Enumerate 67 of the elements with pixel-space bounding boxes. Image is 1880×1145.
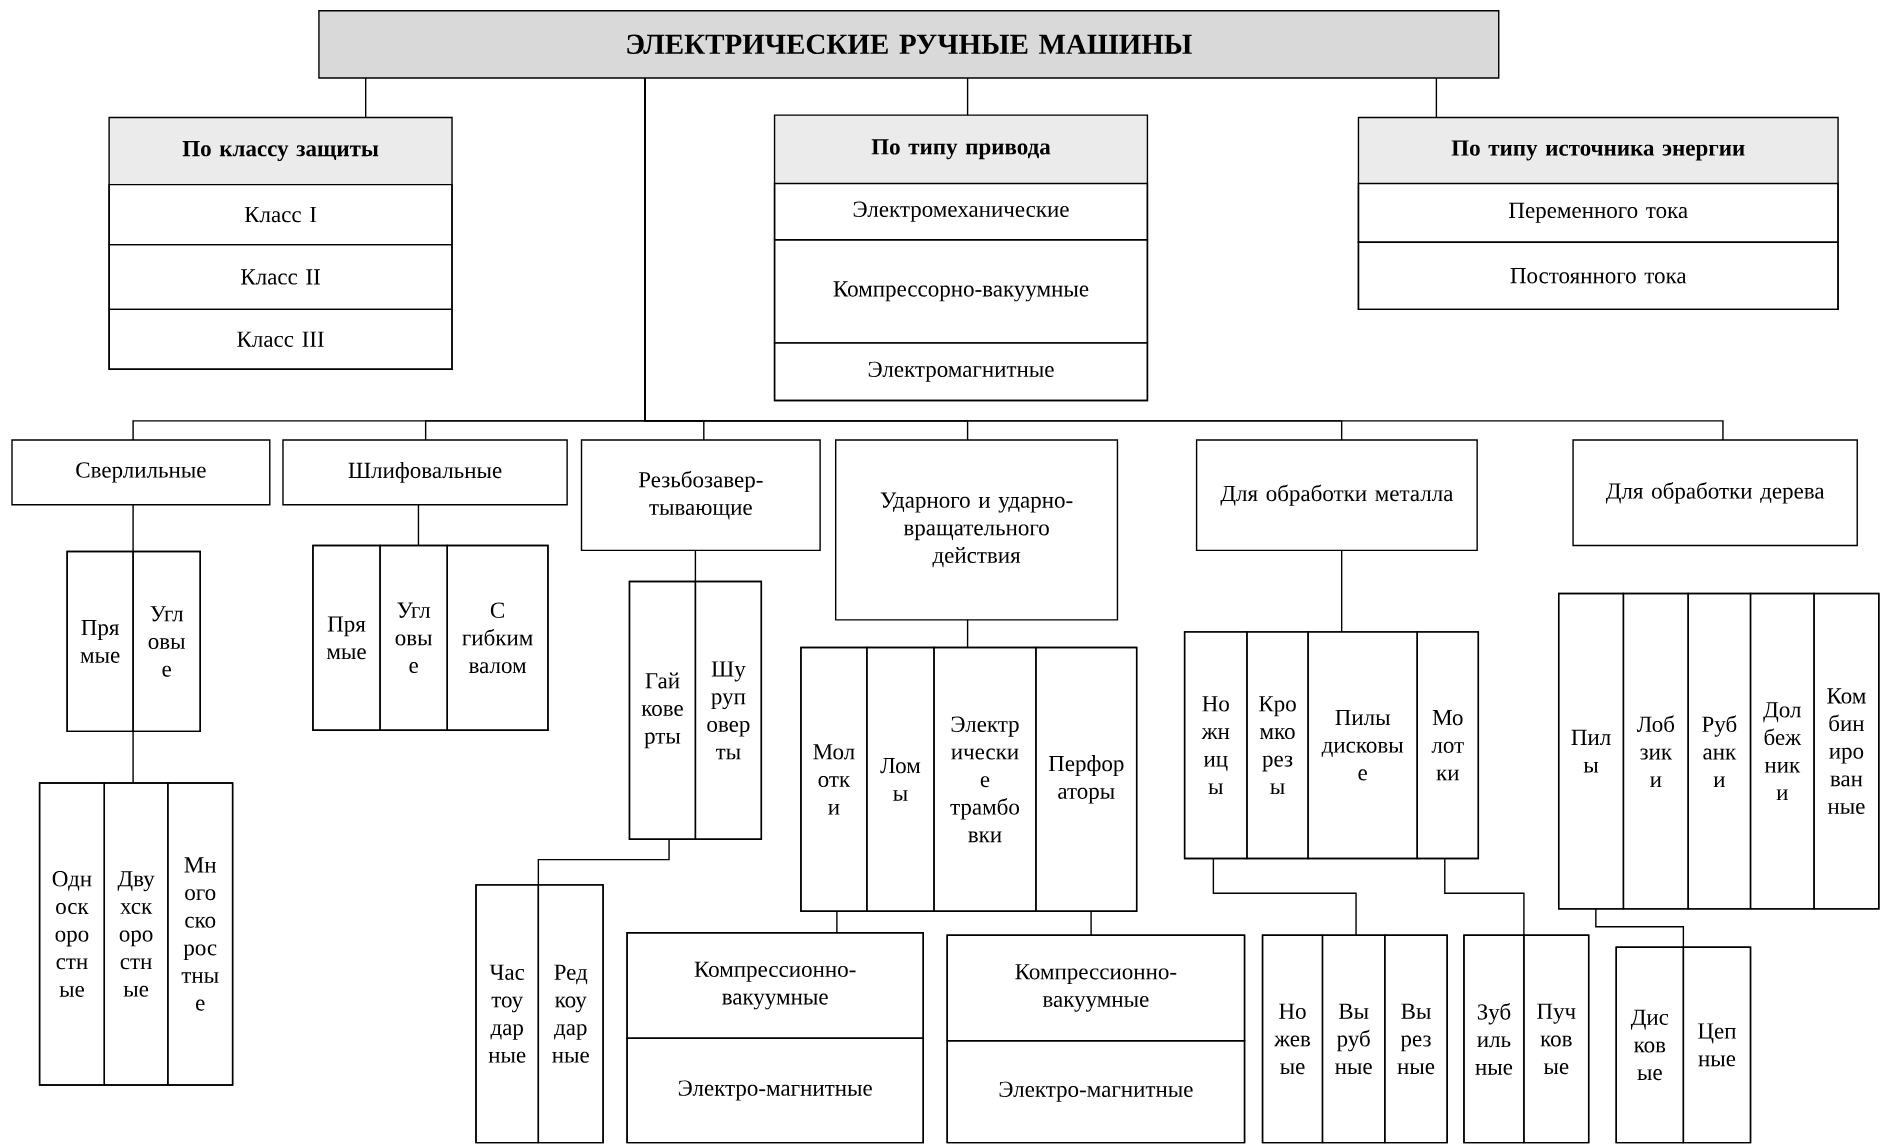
table-row: Электромагнитные [773, 342, 1149, 402]
type-cell: Электро-магнитные [946, 1040, 1246, 1144]
table-row: Класс I [108, 183, 453, 246]
table-row: Класс III [108, 308, 453, 370]
type-cell: Мо лот ки [1416, 631, 1480, 860]
type-cell: Ком бин иро ван ные [1813, 592, 1880, 910]
type-cell: Мол отк и [800, 646, 868, 912]
connector-line [1212, 857, 1357, 936]
type-cell: Пуч ков ые [1523, 934, 1590, 1144]
category-box: Для обработки дерева [1572, 439, 1858, 547]
type-cell: Зуб иль ные [1463, 934, 1525, 1144]
category-box: Ударного и ударно- вращательного действия [835, 439, 1119, 621]
connector-line [537, 838, 670, 886]
type-cell: Кро мко рез ы [1246, 631, 1309, 860]
type-cell: Пря мые [66, 550, 134, 733]
type-cell: Компрессионно- вакуумные [626, 932, 924, 1039]
connector-line [644, 77, 1724, 441]
type-cell: Но жев ые [1261, 934, 1324, 1144]
connector-line [966, 77, 969, 116]
table-row: Класс II [108, 243, 453, 311]
type-cell: Вы руб ные [1321, 934, 1386, 1144]
type-cell: Мн ого ско рос тны е [167, 782, 234, 1086]
type-cell: Угл овы е [132, 550, 201, 733]
type-cell: Электро-магнитные [626, 1037, 924, 1144]
type-cell: Лоб зик и [1622, 592, 1689, 910]
connector-line [1435, 77, 1438, 119]
connector-line [1340, 549, 1343, 633]
category-box: Для обработки металла [1195, 439, 1478, 552]
category-box: Сверлильные [11, 439, 271, 506]
connector-line [132, 730, 134, 784]
title-box: ЭЛЕКТРИЧЕСКИЕ РУЧНЫЕ МАШИНЫ [318, 10, 1500, 79]
type-cell: Вы рез ные [1384, 934, 1448, 1144]
table-row: Компрессорно-вакуумные [773, 239, 1149, 344]
type-cell: Дол беж ник и [1749, 592, 1815, 910]
type-cell: Пилы дисковы е [1307, 631, 1418, 860]
type-cell: Дис ков ые [1615, 946, 1685, 1144]
type-cell: Угл овы е [379, 544, 448, 731]
type-cell: Руб анк и [1687, 592, 1752, 910]
connector-line [836, 910, 838, 934]
connector-line [966, 619, 969, 649]
connector-line [365, 77, 367, 119]
type-cell: Перфор аторы [1035, 646, 1138, 912]
type-cell: С гибким валом [446, 544, 549, 731]
category-box: Шлифовальные [282, 439, 568, 506]
table-row: Переменного тока [1357, 182, 1839, 243]
table-row: Электромеханические [773, 182, 1149, 241]
type-cell: Цеп ные [1682, 946, 1752, 1144]
type-cell: Ред коу дар ные [537, 884, 604, 1144]
type-cell: Одн оск оро стн ые [38, 782, 105, 1086]
type-cell: Лом ы [866, 646, 935, 912]
type-cell: Час тоу дар ные [475, 884, 540, 1144]
connector-line [417, 504, 420, 547]
connector-line [1090, 910, 1092, 936]
type-cell: Компрессионно- вакуумные [946, 934, 1246, 1042]
connector-line [132, 504, 134, 553]
type-cell: Дву хск оро стн ые [103, 782, 169, 1086]
type-cell: Пил ы [1558, 592, 1625, 910]
category-box: Резьбозавер- тывающие [580, 439, 821, 552]
type-cell: Электр ически е трамбо вки [933, 646, 1037, 912]
type-cell: Но жн иц ы [1183, 631, 1248, 860]
table-row: Постоянного тока [1357, 241, 1839, 311]
type-cell: Гай кове рты [628, 580, 697, 840]
connector-line [1595, 908, 1685, 948]
type-cell: Шу руп овер ты [694, 580, 763, 840]
connector-line [1444, 857, 1525, 936]
type-cell: Пря мые [312, 544, 381, 731]
connector-line [694, 549, 697, 583]
